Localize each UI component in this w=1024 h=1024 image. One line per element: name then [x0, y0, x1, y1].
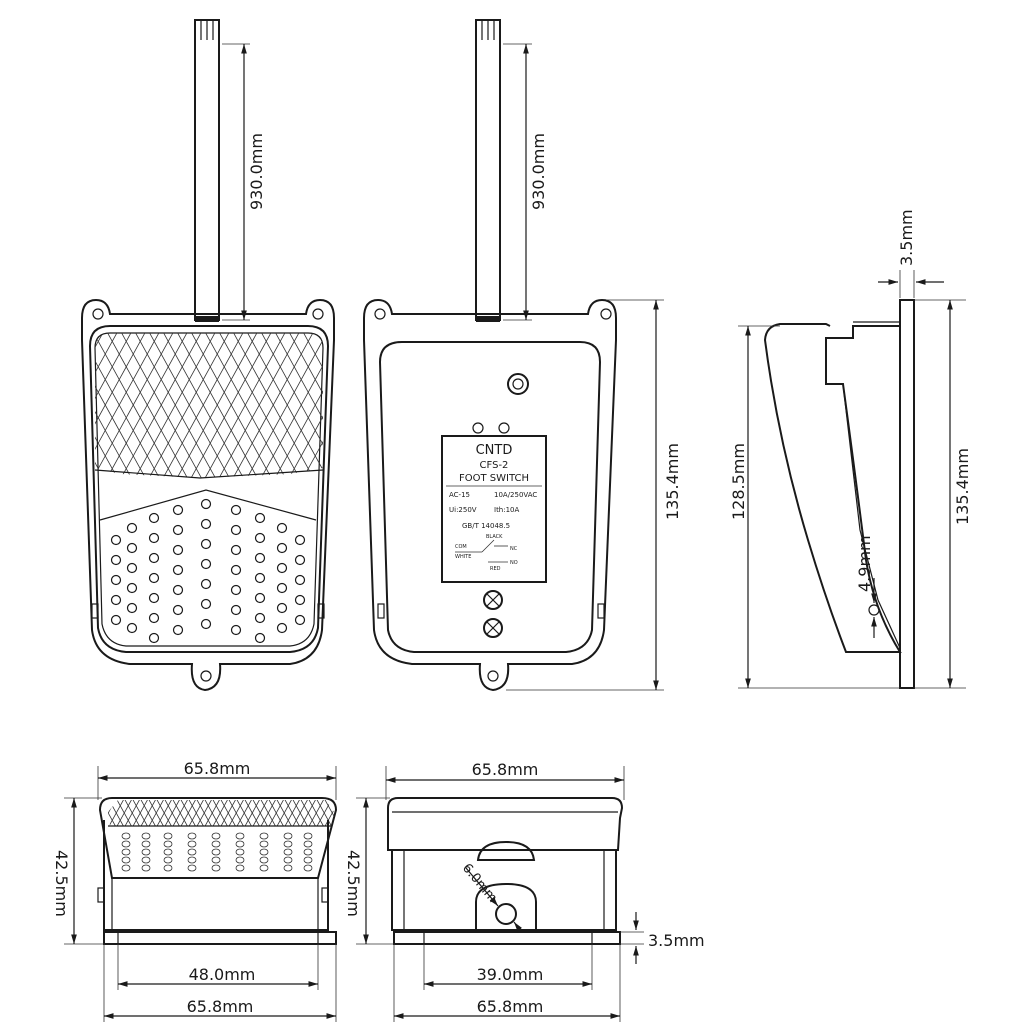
- model-text: CFS-2: [480, 460, 509, 471]
- dim-front-base: 65.8mm: [103, 944, 337, 1022]
- dim-65.8-front-top-label: 65.8mm: [184, 759, 251, 778]
- standard-text: GB/T 14048.5: [462, 522, 510, 530]
- dim-42.5-front-label: 42.5mm: [52, 850, 71, 917]
- front-knurl: [108, 800, 334, 826]
- dim-front-top: 65.8mm: [97, 759, 337, 800]
- wire-nc-text: NC: [510, 546, 518, 552]
- brand-text: CNTD: [476, 443, 513, 458]
- nameplate: CNTD CFS-2 FOOT SWITCH AC-15 10A/250VAC …: [441, 435, 547, 583]
- wire-com-text: COM: [455, 544, 467, 550]
- dim-48-label: 48.0mm: [189, 965, 256, 984]
- front-base: [103, 931, 337, 945]
- dim-height-back: 135.4mm: [506, 299, 682, 691]
- dim-135-side-label: 135.4mm: [953, 448, 972, 525]
- dim-rear-base-thickness: 3.5mm: [620, 912, 705, 964]
- dim-65.8-front-base-label: 65.8mm: [187, 997, 254, 1016]
- dim-front-height: 42.5mm: [52, 797, 104, 945]
- dim-930-front-label: 930.0mm: [247, 133, 266, 210]
- wire-black-text: BLACK: [486, 534, 503, 540]
- dim-3.5-rear-label: 3.5mm: [648, 931, 705, 950]
- dim-rear-top: 65.8mm: [385, 760, 625, 800]
- dim-cable-front: 930.0mm: [222, 43, 266, 321]
- dim-42.5-rear-label: 42.5mm: [344, 850, 363, 917]
- base-housing: [363, 298, 617, 692]
- pedal-side-profile: [763, 323, 902, 653]
- screw-upper: [483, 590, 503, 610]
- rear-pedal-body: [387, 797, 624, 851]
- dim-rear-height: 42.5mm: [344, 797, 394, 945]
- dim-cable-back: 930.0mm: [503, 43, 548, 321]
- dim-rear-inner: 39.0mm: [423, 944, 593, 990]
- grip-dots: [110, 498, 306, 644]
- product-text: FOOT SWITCH: [459, 473, 529, 484]
- dim-930-back-label: 930.0mm: [529, 133, 548, 210]
- dim-4.9-label: 4.9mm: [855, 535, 874, 592]
- dim-side-thickness: 3.5mm: [878, 209, 944, 298]
- knurl-pattern: [95, 333, 323, 478]
- side-view: 3.5mm 128.5mm 135.4mm 4.9mm: [729, 209, 972, 689]
- pedal-top: [88, 325, 330, 653]
- dim-side-hole: 4.9mm: [855, 535, 877, 638]
- wire-red-text: RED: [490, 566, 501, 572]
- rear-base: [393, 931, 621, 945]
- pedal-front-face: [98, 797, 338, 879]
- rear-elevation: 6.0mm 65.8mm 42.5mm 3.5mm: [344, 760, 705, 1022]
- util-cat-text: AC-15: [449, 491, 470, 499]
- dim-rear-base: 65.8mm: [393, 944, 621, 1022]
- screw-lower: [483, 618, 503, 638]
- back-view: CNTD CFS-2 FOOT SWITCH AC-15 10A/250VAC …: [363, 19, 682, 692]
- rear-pivot-hole: [495, 903, 517, 925]
- dim-65.8-rear-base-label: 65.8mm: [477, 997, 544, 1016]
- front-elevation: 65.8mm 42.5mm 48.0mm 65.8mm: [52, 759, 338, 1022]
- wire-no-text: NO: [510, 560, 518, 566]
- ui-text: Ui:250V: [449, 506, 477, 514]
- front-grip-dots: [121, 832, 313, 872]
- dim-128-side-label: 128.5mm: [729, 443, 748, 520]
- dim-front-inner: 48.0mm: [117, 944, 319, 990]
- front-view: 930.0mm: [81, 19, 335, 692]
- cable-back: [475, 19, 501, 322]
- dim-rear-hole: 6.0mm: [459, 861, 523, 932]
- dim-side-full: 135.4mm: [914, 299, 972, 689]
- dim-39-label: 39.0mm: [477, 965, 544, 984]
- pedal-housing: [81, 298, 335, 692]
- dim-6.0-label: 6.0mm: [459, 861, 500, 906]
- dim-3.5-side-label: 3.5mm: [897, 209, 916, 266]
- dim-135-back-label: 135.4mm: [663, 443, 682, 520]
- cable-front: [194, 19, 220, 322]
- dim-65.8-rear-top-label: 65.8mm: [472, 760, 539, 779]
- wire-white-text: WHITE: [455, 554, 471, 560]
- ith-text: Ith:10A: [494, 506, 520, 514]
- rating-text: 10A/250VAC: [494, 491, 537, 499]
- dim-side-short: 128.5mm: [729, 325, 900, 689]
- base-plate-side: [899, 299, 915, 689]
